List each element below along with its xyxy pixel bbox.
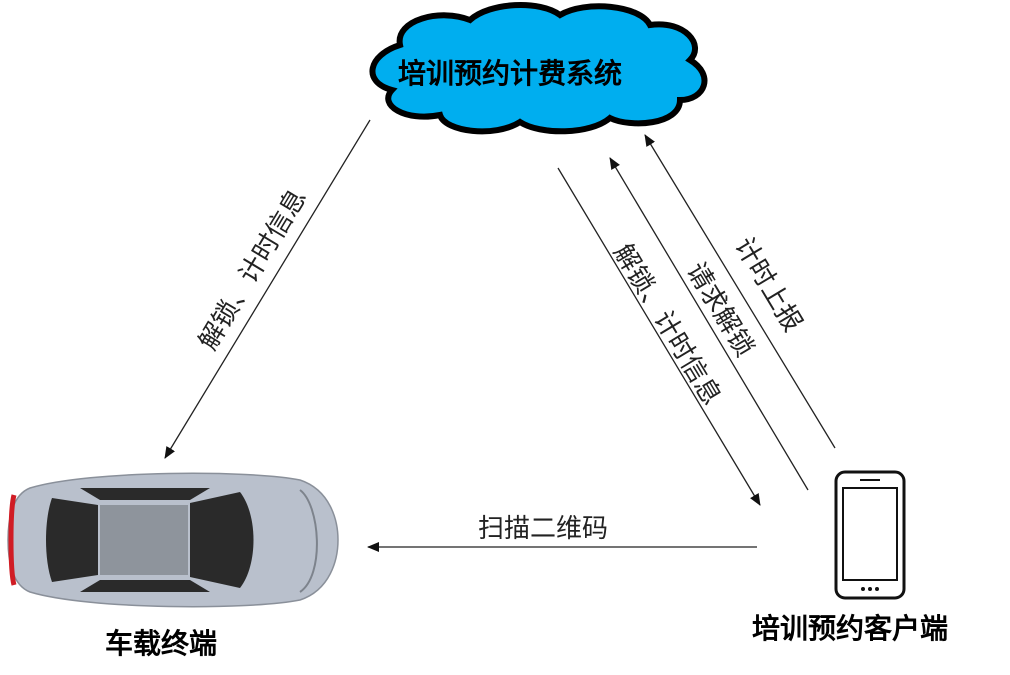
- node-system-label: 培训预约计费系统: [398, 57, 623, 90]
- arrow-system-to-vehicle: [164, 119, 371, 459]
- car-icon: [7, 472, 339, 608]
- cloud-shape: [369, 1, 708, 135]
- arrow-timing-report: [644, 134, 836, 449]
- arrow-system-to-client: [557, 167, 761, 506]
- edge-scan-qr-label: 扫描二维码: [478, 514, 609, 544]
- arrow-request-unlock: [609, 157, 809, 491]
- phone-icon: [834, 470, 906, 600]
- node-client-label: 培训预约客户端: [752, 612, 949, 645]
- node-vehicle-label: 车载终端: [105, 627, 218, 660]
